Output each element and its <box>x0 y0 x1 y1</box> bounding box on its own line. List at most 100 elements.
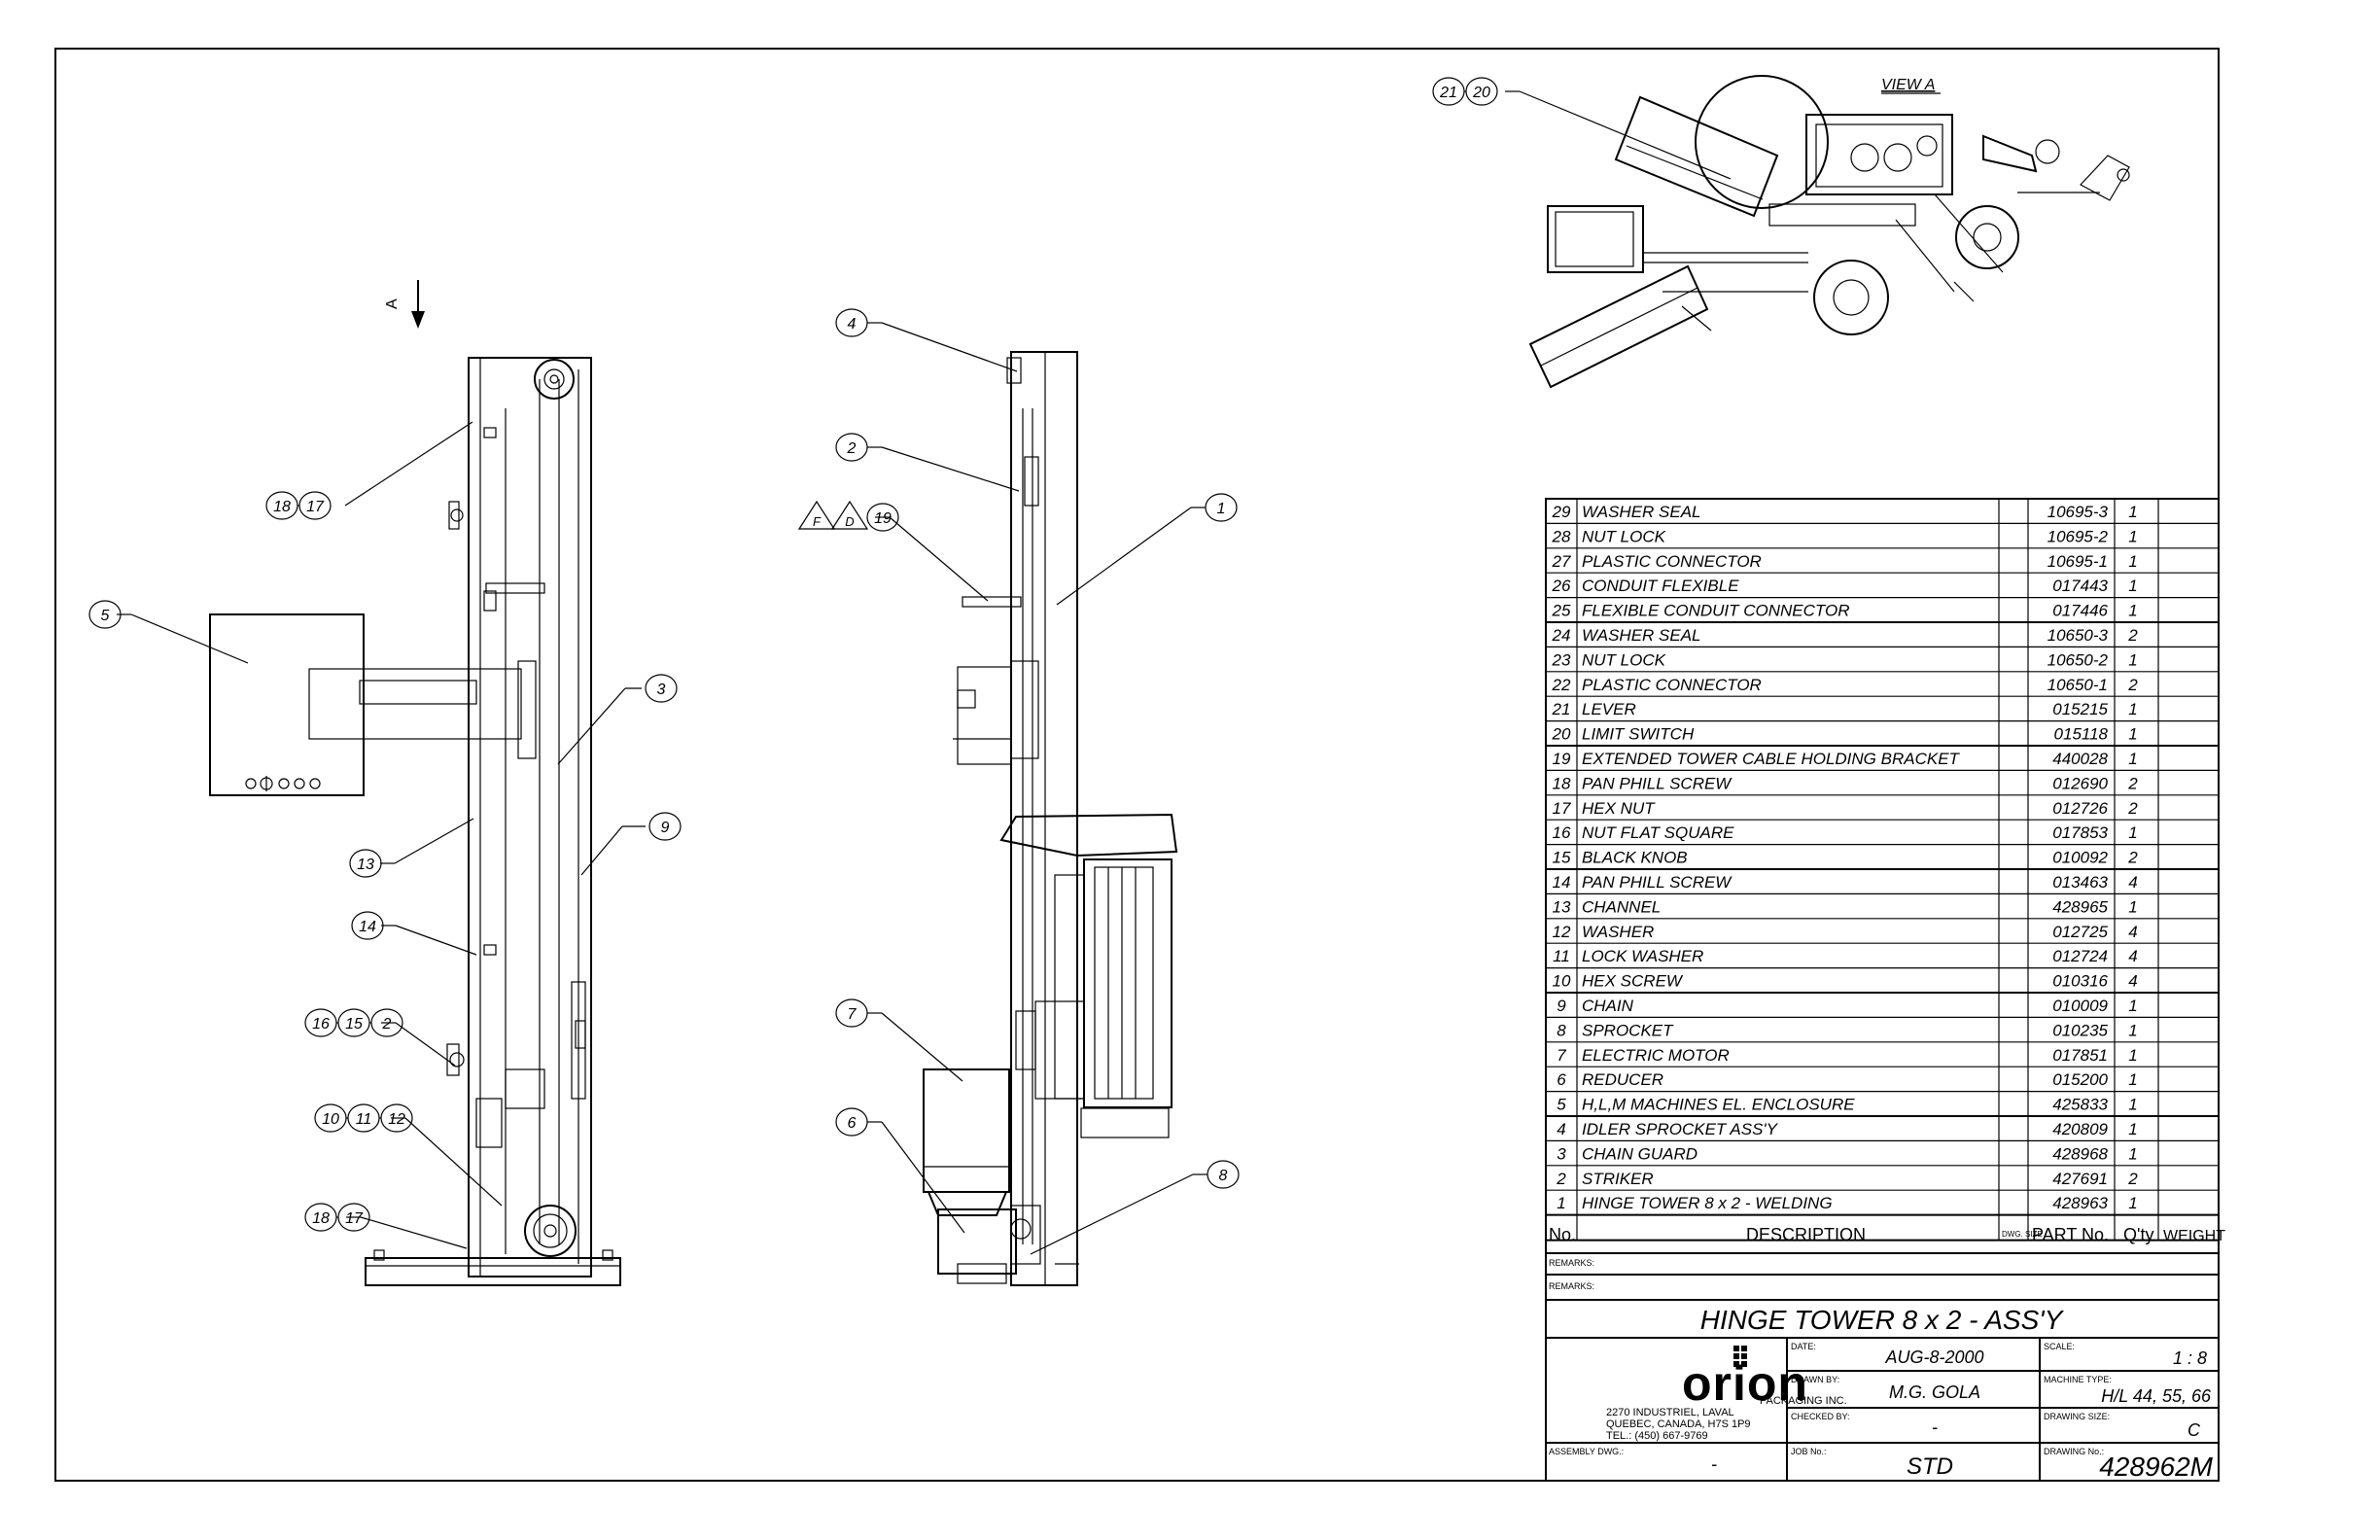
bom-item-part-no: 428968 <box>2052 1144 2108 1163</box>
bom-item-qty: 1 <box>2128 897 2137 916</box>
bom-item-part-no: 015118 <box>2054 725 2109 744</box>
date-label: DATE: <box>1791 1342 1816 1351</box>
bom-item-description: CHAIN <box>1582 997 1634 1015</box>
callout-bubble <box>370 1008 403 1037</box>
callout-number: 18 <box>273 499 291 515</box>
bom-header-qty: Q'ty <box>2123 1225 2153 1244</box>
bom-item-qty: 1 <box>2128 1070 2137 1089</box>
callout-14: 14 <box>351 911 384 940</box>
bom-item-qty: 1 <box>2128 503 2137 521</box>
callout-bubble <box>351 911 384 940</box>
bom-item-part-no: 010316 <box>2052 972 2108 991</box>
bom-item-no: 29 <box>1552 503 1571 521</box>
bom-item-description: NUT FLAT SQUARE <box>1582 823 1734 842</box>
bom-item-no: 21 <box>1552 700 1571 718</box>
bom-item-no: 14 <box>1553 873 1571 892</box>
callout-number: 17 <box>345 1210 364 1227</box>
bom-item-description: LEVER <box>1582 700 1636 718</box>
bom-item-part-no: 10695-1 <box>2048 552 2108 571</box>
bom-item-part-no: 012726 <box>2052 799 2108 818</box>
assembly-value: - <box>1711 1454 1717 1474</box>
bom-item-no: 27 <box>1552 552 1571 571</box>
bom-item-no: 10 <box>1553 972 1571 991</box>
bom-item-description: HINGE TOWER 8 x 2 - WELDING <box>1582 1194 1833 1212</box>
bom-item-part-no: 012725 <box>2052 923 2108 941</box>
callout-bubble <box>835 308 868 337</box>
checked-by-value: - <box>1932 1418 1938 1437</box>
bom-item-part-no: 017443 <box>2052 577 2108 595</box>
bom-item-no: 6 <box>1557 1070 1566 1089</box>
callout-number: 12 <box>388 1111 405 1128</box>
bom-item-qty: 2 <box>2127 676 2138 694</box>
bom-item-description: IDLER SPROCKET ASS'Y <box>1582 1120 1779 1138</box>
callout-number: 9 <box>661 820 670 836</box>
remarks-label-1: REMARKS: <box>1549 1258 1594 1268</box>
bom-item-qty: 4 <box>2128 923 2137 941</box>
callout-bubble <box>1465 77 1498 106</box>
bom-item-part-no: 427691 <box>2052 1170 2108 1188</box>
bom-item-qty: 2 <box>2127 626 2138 645</box>
callout-6: 6 <box>835 1107 868 1137</box>
bom-item-part-no: 420809 <box>2052 1120 2108 1138</box>
callout-7: 7 <box>835 998 868 1028</box>
bom-item-qty: 2 <box>2127 1170 2138 1188</box>
bom-item-description: CHANNEL <box>1582 897 1661 916</box>
revision-triangle-icon <box>830 500 869 530</box>
left-tower-view: A <box>209 280 621 1286</box>
bom-item-description: WASHER SEAL <box>1582 626 1701 645</box>
drawing-no-label: DRAWING No.: <box>2044 1447 2104 1456</box>
bom-item-part-no: 010009 <box>2052 997 2108 1015</box>
bom-item-part-no: 012724 <box>2052 947 2108 965</box>
bom-item-no: 24 <box>1552 626 1571 645</box>
drawing-title: HINGE TOWER 8 x 2 - ASS'Y <box>1700 1305 2065 1335</box>
bom-item-qty: 1 <box>2128 700 2137 718</box>
callout-number: 14 <box>359 919 376 935</box>
drawing-size-label: DRAWING SIZE: <box>2044 1412 2110 1421</box>
bom-item-no: 7 <box>1557 1046 1566 1065</box>
drawn-by-label: DRAWN BY: <box>1791 1375 1839 1384</box>
bom-item-description: EXTENDED TOWER CABLE HOLDING BRACKET <box>1582 750 1961 768</box>
callout-bubble <box>1207 1160 1240 1189</box>
bom-item-description: CHAIN GUARD <box>1582 1144 1698 1163</box>
bom-header-part-no: PART No. <box>2032 1225 2109 1244</box>
bom-item-description: FLEXIBLE CONDUIT CONNECTOR <box>1582 602 1850 620</box>
bom-item-qty: 1 <box>2128 1046 2137 1065</box>
assembly-label: ASSEMBLY DWG.: <box>1549 1447 1624 1456</box>
company-sub: PACKAGING INC. <box>1760 1395 1847 1407</box>
bom-item-part-no: 017851 <box>2052 1046 2108 1065</box>
bom-item-description: HEX NUT <box>1582 799 1656 818</box>
callout-bubble <box>835 433 868 462</box>
bom-item-qty: 1 <box>2128 577 2137 595</box>
callout-number: 17 <box>306 499 325 515</box>
bom-item-qty: 2 <box>2127 799 2138 818</box>
bom-item-no: 19 <box>1553 750 1571 768</box>
callout-8: 8 <box>1207 1160 1240 1189</box>
bom-item-qty: 1 <box>2128 1144 2137 1163</box>
date-value: AUG-8-2000 <box>1884 1348 1983 1367</box>
callout-number: 7 <box>848 1006 858 1023</box>
callout-number: 8 <box>1219 1168 1228 1184</box>
bom-item-no: 8 <box>1557 1021 1566 1039</box>
middle-tower-view <box>923 351 1178 1286</box>
bom-item-no: 22 <box>1552 676 1571 694</box>
callout-number: 4 <box>848 316 857 332</box>
view-arrow-icon <box>411 311 425 329</box>
revision-mark: F <box>813 514 822 529</box>
